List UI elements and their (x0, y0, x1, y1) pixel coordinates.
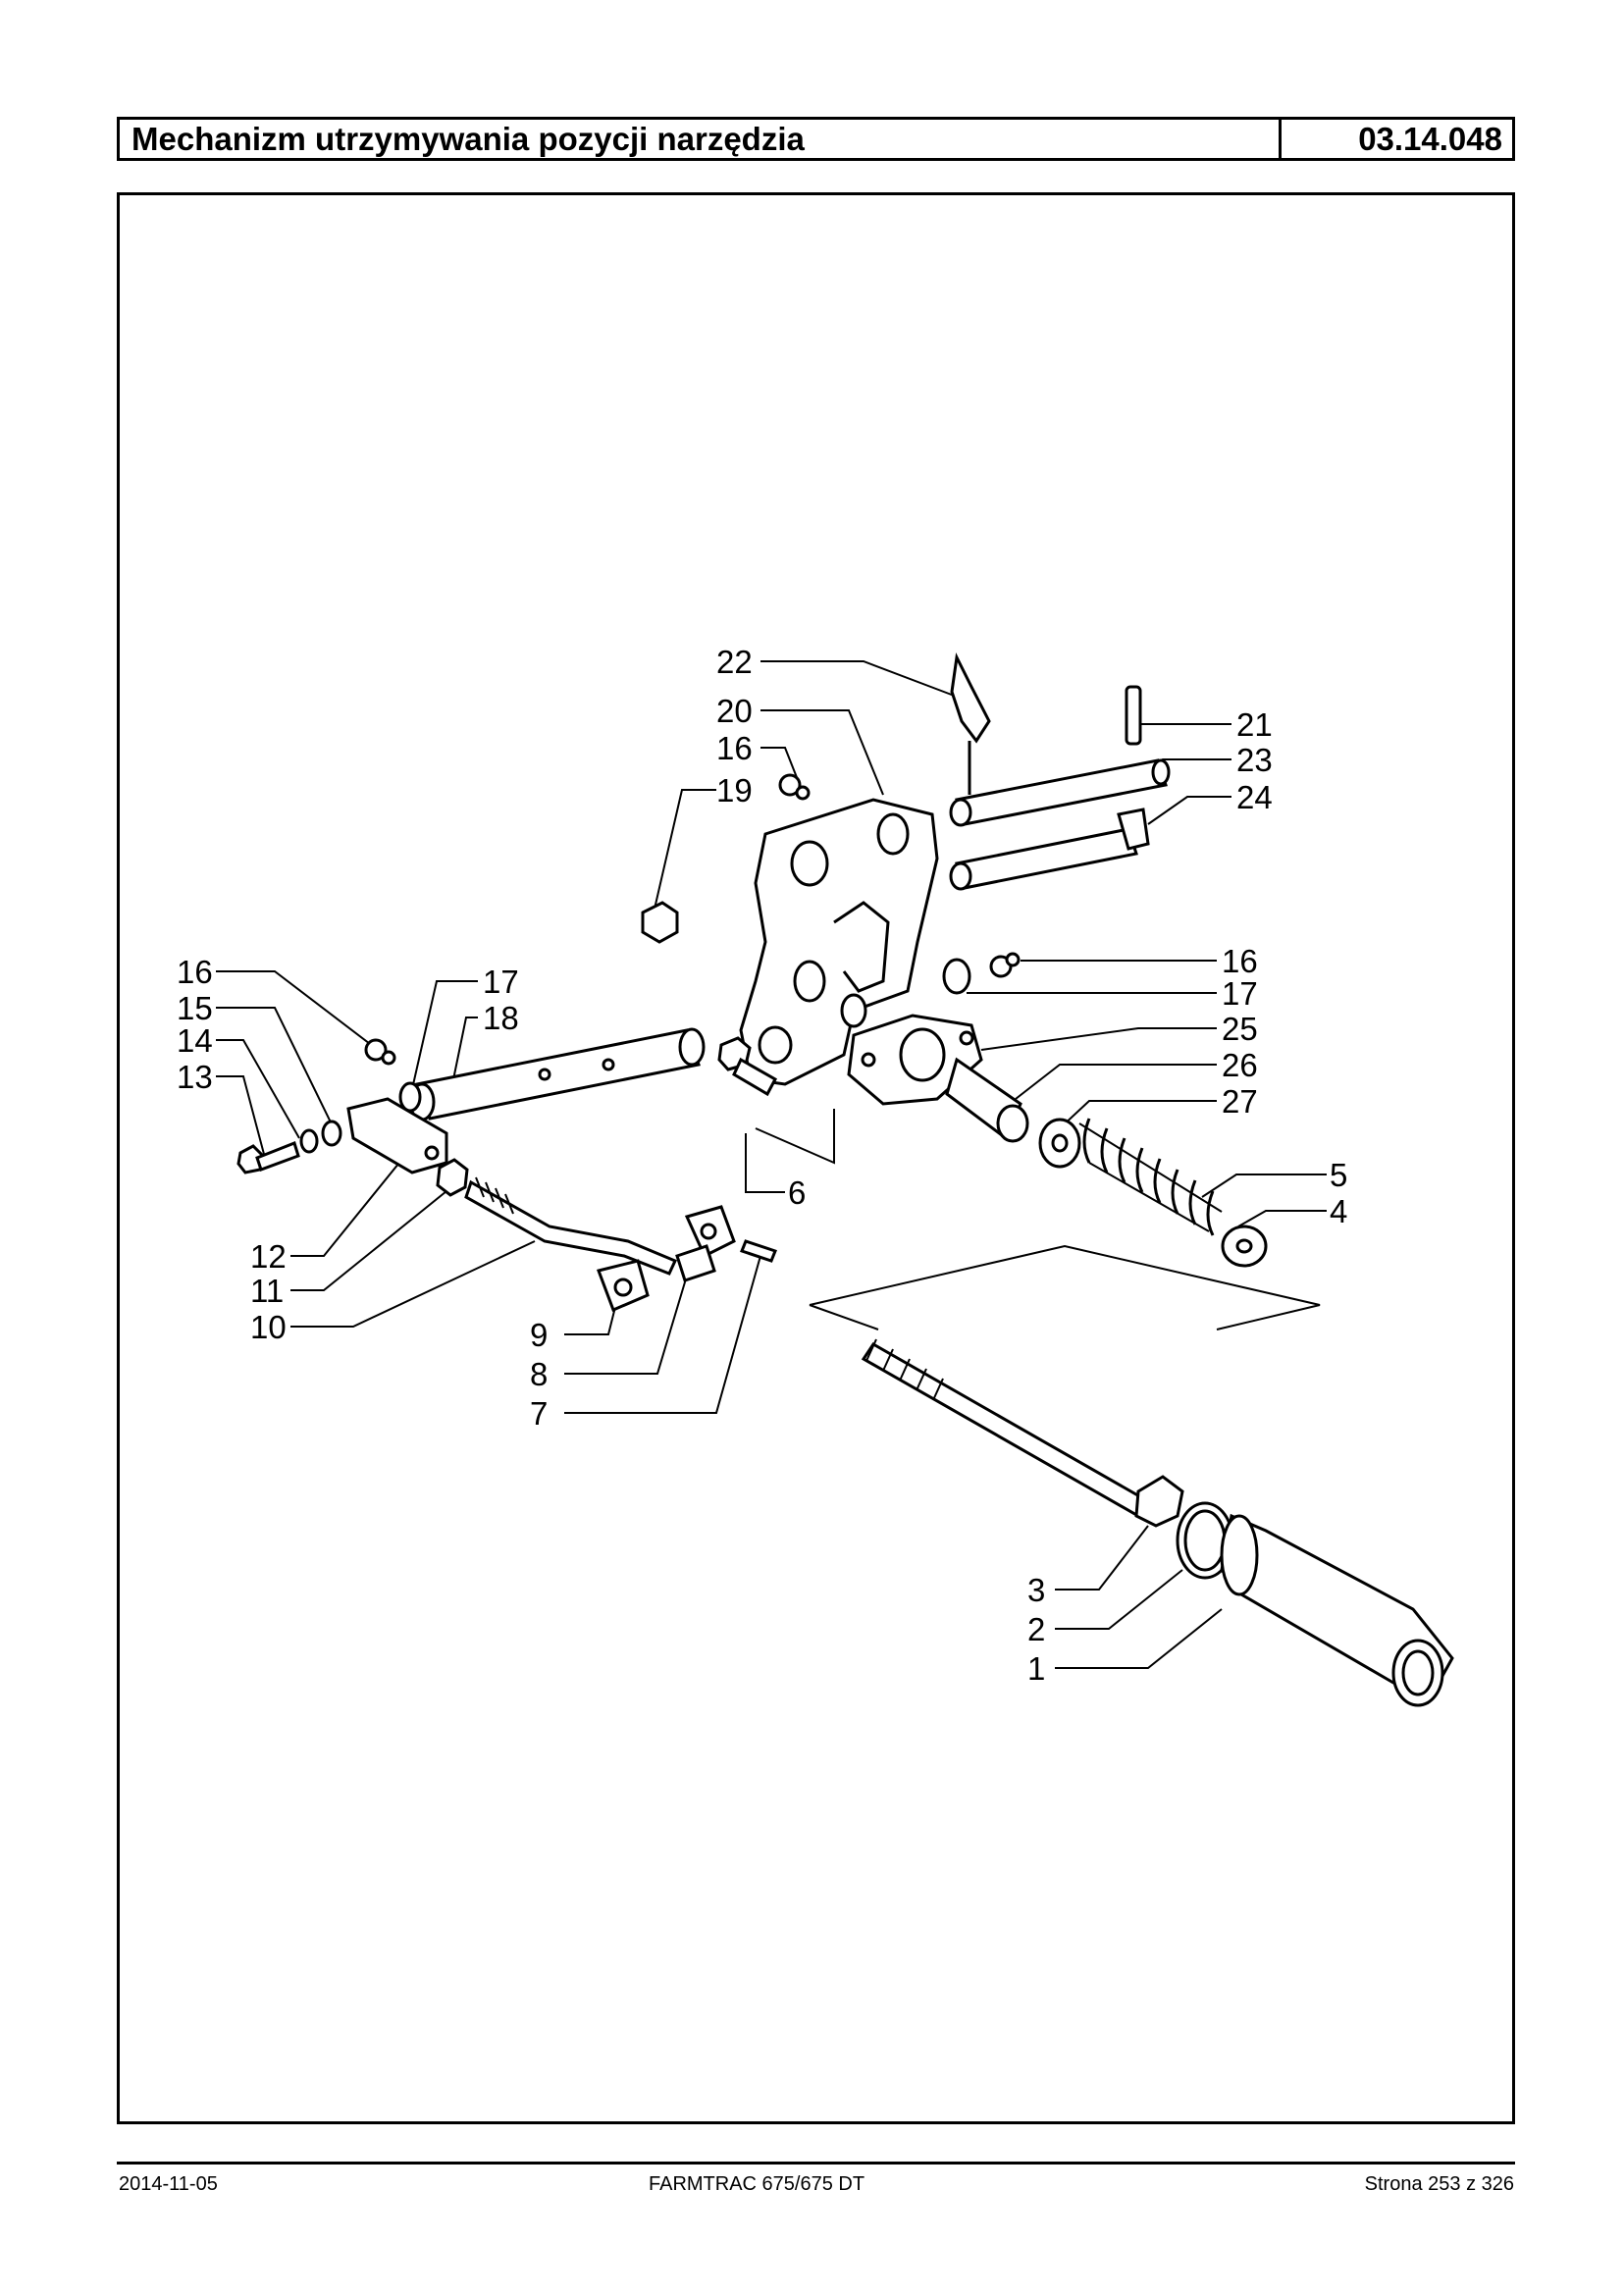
callout-13: 13 (177, 1059, 213, 1095)
section-code: 03.14.048 (1279, 120, 1512, 158)
callout-20: 20 (716, 693, 753, 729)
callout-10: 10 (250, 1309, 287, 1345)
callout-22: 22 (716, 644, 753, 680)
part-20-bracket (739, 798, 939, 1086)
callout-23: 23 (1236, 742, 1273, 778)
callout-21: 21 (1236, 706, 1273, 743)
callout-8: 8 (530, 1356, 548, 1392)
leader-2 (1055, 1569, 1183, 1630)
leader-7 (564, 1255, 761, 1414)
callout-26: 26 (1222, 1047, 1258, 1083)
callout-7: 7 (530, 1395, 548, 1432)
leader-17a (411, 980, 478, 1090)
leader-13 (216, 1075, 266, 1159)
part-5-spring (1078, 1118, 1223, 1236)
leader-1 (1055, 1608, 1223, 1669)
leader-16c (216, 970, 379, 1051)
leader-12 (290, 1152, 408, 1257)
callout-3: 3 (1027, 1572, 1045, 1608)
leader-10 (290, 1240, 536, 1328)
diagram-frame (117, 192, 1515, 2124)
footer-page-number: Strona 253 z 326 (1364, 2173, 1514, 2195)
page-header: Mechanizm utrzymywania pozycji narzędzia… (117, 117, 1515, 161)
part-16-grease-nipple-top (778, 773, 811, 801)
part-26-bushing (945, 1057, 1029, 1143)
callout-17: 17 (483, 964, 519, 1000)
leader-11 (290, 1186, 452, 1291)
callout-19: 19 (716, 772, 753, 808)
footer-model: FARMTRAC 675/675 DT (649, 2173, 865, 2195)
part-3-long-bolt (861, 1338, 1184, 1528)
callout-11: 11 (250, 1273, 284, 1309)
leader-14 (216, 1039, 300, 1139)
callout-2: 2 (1027, 1611, 1045, 1647)
part-7-pin (740, 1239, 777, 1263)
part-16-grease-nipple-left (364, 1038, 396, 1066)
part-15-nut (321, 1120, 342, 1147)
part-10-rod (464, 1176, 678, 1276)
part-1-sleeve (1220, 1513, 1454, 1707)
callout-15: 15 (177, 990, 213, 1026)
part-8-clevis (675, 1205, 736, 1282)
part-16-grease-nipple-right (989, 952, 1021, 978)
part-21-pin (1125, 685, 1142, 746)
footer-rule (117, 2162, 1515, 2165)
leader-24 (1147, 796, 1231, 825)
part-4-washer (1221, 1225, 1268, 1268)
leader-5 (1201, 1174, 1327, 1198)
leader-19 (652, 789, 716, 918)
part-17-circlip-right (942, 958, 971, 995)
part-24-shaft (949, 808, 1150, 891)
callout-1: 1 (1027, 1650, 1045, 1687)
part-9-clamp (597, 1259, 650, 1312)
callout-24: 24 (1236, 779, 1273, 815)
assembly-bracket (809, 1244, 1321, 1330)
leader-20 (760, 709, 884, 796)
callout-18: 18 (483, 1000, 519, 1036)
leader-4 (1237, 1210, 1327, 1227)
leader-8 (564, 1275, 688, 1375)
callout-27: 27 (1222, 1083, 1258, 1120)
part-11-nut (436, 1158, 469, 1197)
callout-16: 16 (716, 730, 753, 766)
leader-15 (216, 1007, 335, 1129)
callout-16: 16 (1222, 943, 1258, 979)
leader-26 (1015, 1064, 1217, 1100)
part-14-washer (299, 1128, 319, 1154)
callout-14: 14 (177, 1022, 213, 1059)
footer-date: 2014-11-05 (119, 2173, 218, 2195)
callout-17: 17 (1222, 975, 1258, 1012)
callout-12: 12 (250, 1238, 287, 1275)
leader-25 (980, 1027, 1217, 1051)
callout-6: 6 (788, 1174, 806, 1211)
leader-22 (760, 660, 958, 698)
leader-18 (450, 1017, 478, 1090)
callout-9: 9 (530, 1317, 548, 1353)
page-title: Mechanizm utrzymywania pozycji narzędzia (131, 121, 805, 157)
callout-4: 4 (1330, 1193, 1347, 1229)
leader-27 (1059, 1100, 1217, 1129)
part-22-lynch-pin (950, 652, 991, 811)
callout-16: 16 (177, 954, 213, 990)
part-6-bolt (717, 1036, 778, 1097)
leader-16a (760, 747, 801, 786)
part-27-washer (1038, 1118, 1081, 1169)
leader-6 (745, 1133, 785, 1193)
part-18-cross-shaft (408, 1027, 706, 1121)
callout-5: 5 (1330, 1157, 1347, 1193)
bolt-axis-line (755, 1109, 835, 1165)
part-23-shaft (949, 758, 1171, 827)
part-13-bolt (236, 1141, 300, 1174)
leader-3 (1055, 1525, 1149, 1591)
part-2-ring (1176, 1501, 1234, 1580)
part-19-nut (641, 901, 679, 944)
callout-25: 25 (1222, 1011, 1258, 1047)
